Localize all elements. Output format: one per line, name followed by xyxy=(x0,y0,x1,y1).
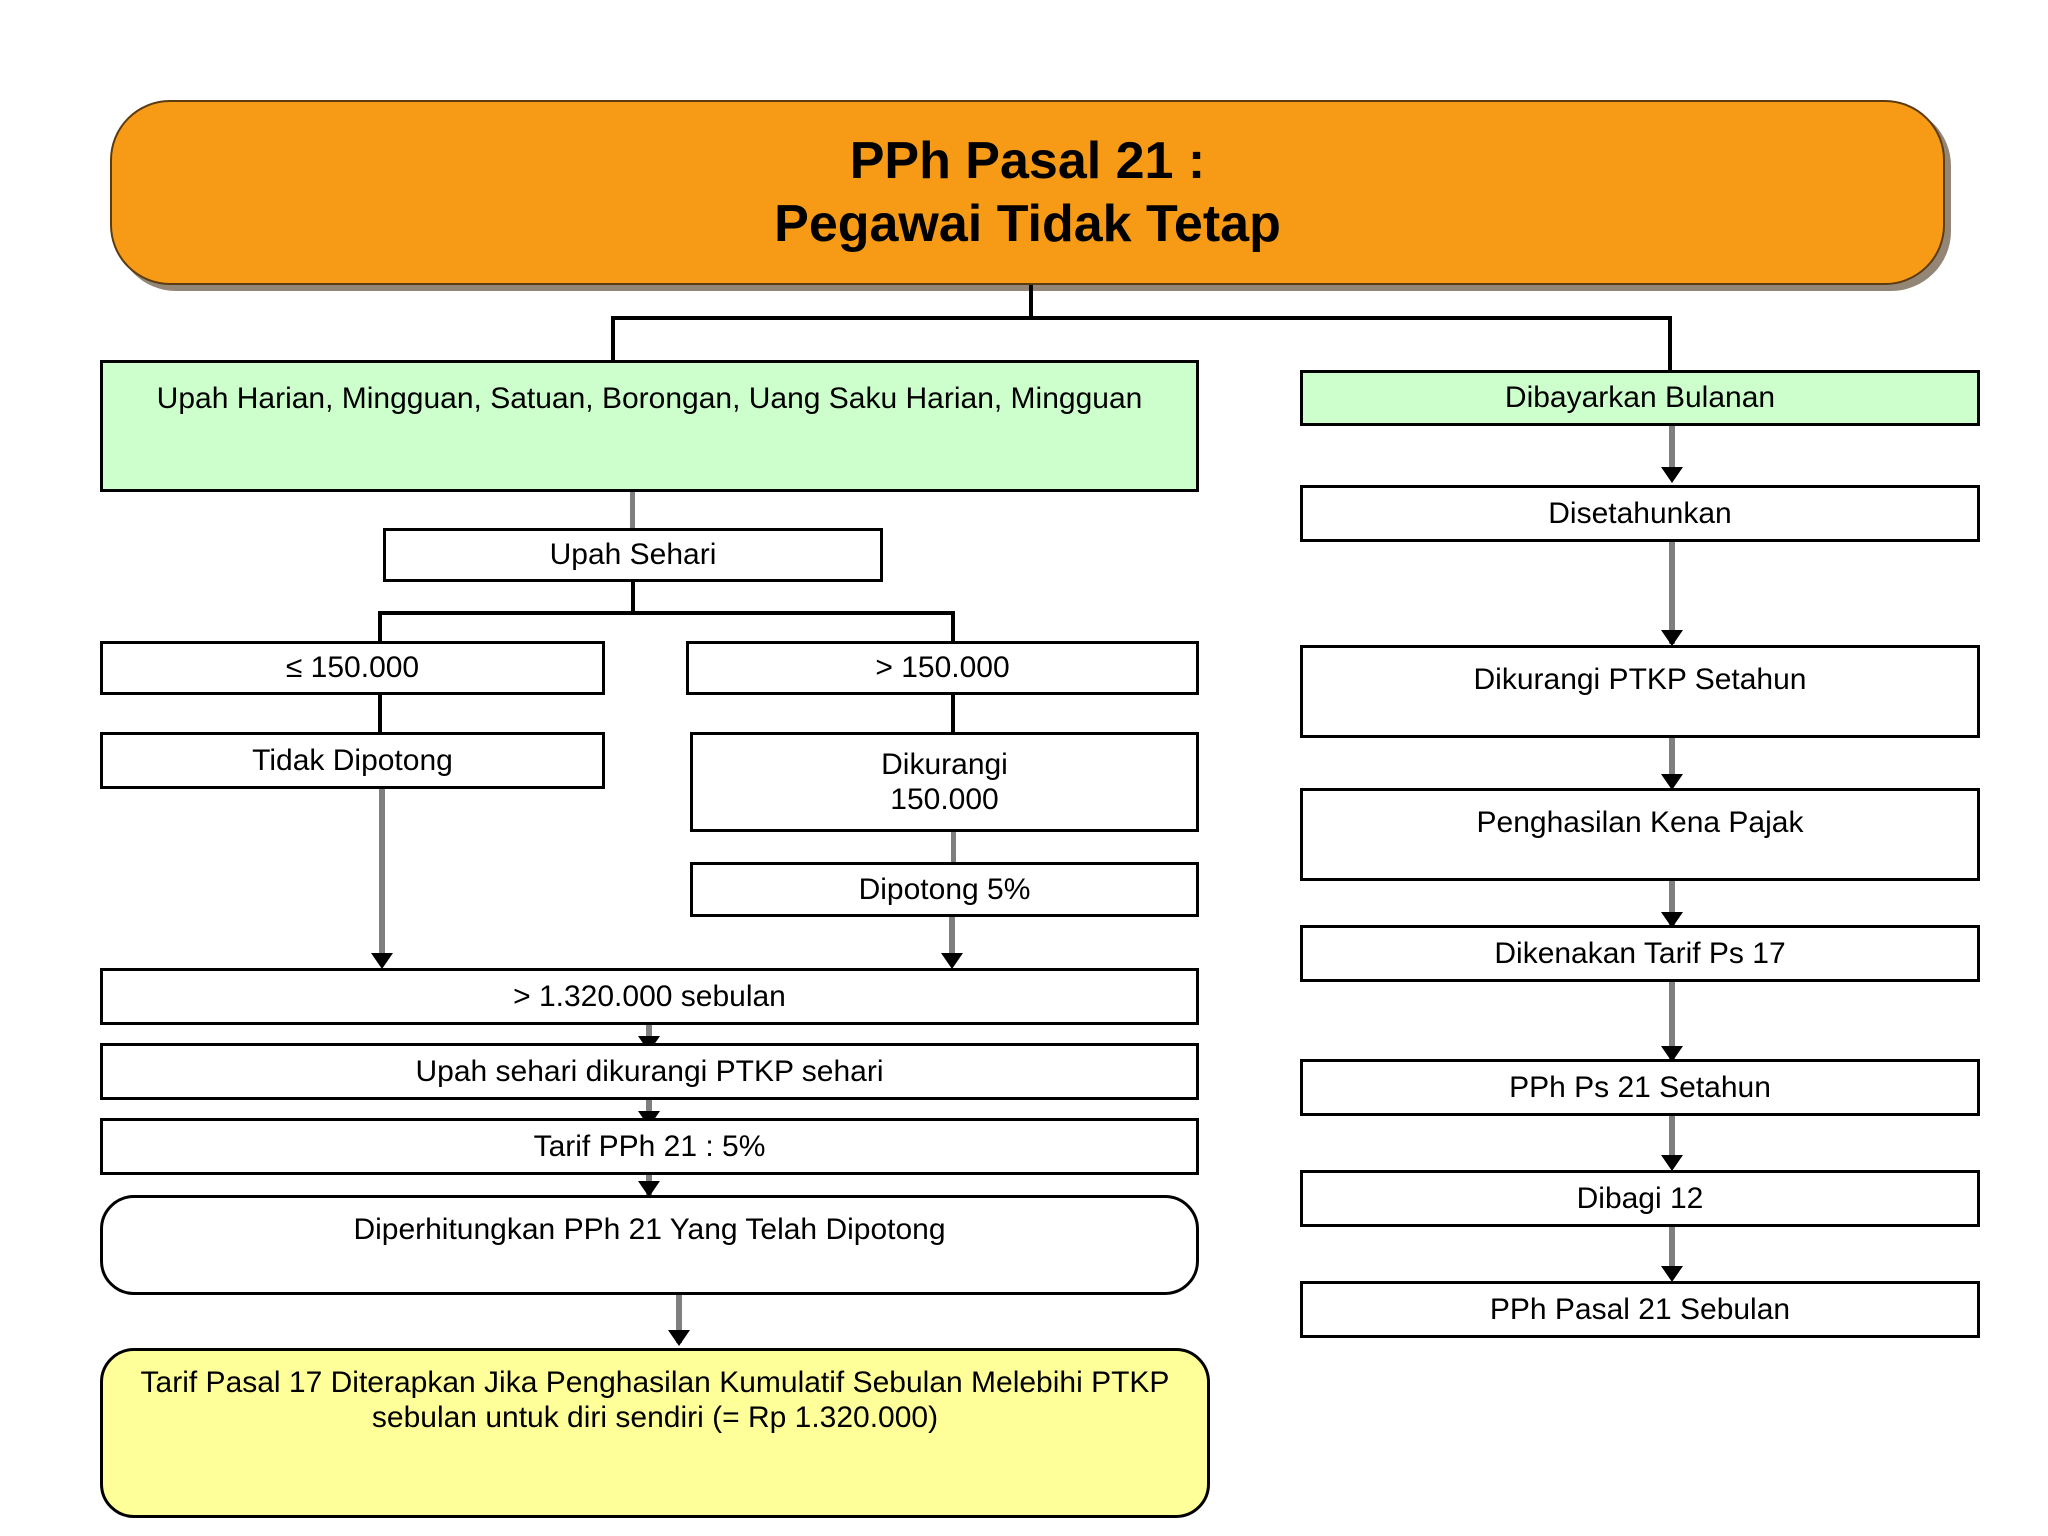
connector-tarif-to-pph-setahun xyxy=(1669,982,1675,1060)
left-branch-header-label: Upah Harian, Mingguan, Satuan, Borongan,… xyxy=(156,382,1143,415)
box-dikurangi-ptkp-setahun: Dikurangi PTKP Setahun xyxy=(1300,645,1980,738)
connector-upah-to-high xyxy=(951,611,955,643)
box-tidak-dipotong: Tidak Dipotong xyxy=(100,732,605,789)
box-rate-5-label: Tarif PPh 21 : 5% xyxy=(533,1129,766,1163)
box-rate-5: Tarif PPh 21 : 5% xyxy=(100,1118,1199,1175)
arrowhead-pph-setahun-to-dibagi xyxy=(1661,1155,1683,1171)
arrowhead-dipotong-to-monthly xyxy=(941,953,963,969)
box-threshold-low-label: ≤ 150.000 xyxy=(285,651,420,685)
connector-tidak-to-monthly xyxy=(379,789,385,957)
box-monthly-threshold-label: > 1.320.000 sebulan xyxy=(513,979,786,1013)
box-credited-pph: Diperhitungkan PPh 21 Yang Telah Dipoton… xyxy=(100,1195,1199,1295)
connector-low-to-tidak xyxy=(378,695,382,734)
box-disetahunkan: Disetahunkan xyxy=(1300,485,1980,542)
connector-title-bus xyxy=(611,316,1672,320)
box-dibagi-12-label: Dibagi 12 xyxy=(1576,1181,1704,1215)
box-upah-sehari: Upah Sehari xyxy=(383,528,883,582)
arrowhead-dibagi-to-sebulan xyxy=(1661,1266,1683,1282)
box-dikenakan-tarif-ps-17-label: Dikenakan Tarif Ps 17 xyxy=(1494,936,1786,970)
title-line-2: Pegawai Tidak Tetap xyxy=(774,194,1281,253)
connector-left-header-to-upah xyxy=(630,492,635,530)
connector-credited-to-note xyxy=(676,1295,682,1343)
connector-ptkp-to-pkp xyxy=(1669,738,1675,786)
box-dikurangi-150000: Dikurangi 150.000 xyxy=(690,732,1199,832)
connector-title-to-right xyxy=(1668,316,1672,372)
box-dipotong-5: Dipotong 5% xyxy=(690,862,1199,917)
box-dikurangi-line-1: Dikurangi xyxy=(881,747,1008,781)
box-dibayarkan-bulanan: Dibayarkan Bulanan xyxy=(1300,370,1980,426)
connector-upah-to-low xyxy=(378,611,382,643)
box-dipotong-5-label: Dipotong 5% xyxy=(858,872,1031,906)
left-branch-header-box: Upah Harian, Mingguan, Satuan, Borongan,… xyxy=(100,360,1199,492)
diagram-title-banner: PPh Pasal 21 : Pegawai Tidak Tetap xyxy=(110,100,1945,285)
box-threshold-high: > 150.000 xyxy=(686,641,1199,695)
connector-title-stem xyxy=(1029,285,1033,318)
connector-pkp-to-tarif xyxy=(1669,881,1675,925)
connector-dibagi-to-sebulan xyxy=(1669,1227,1675,1277)
box-tidak-dipotong-label: Tidak Dipotong xyxy=(252,743,453,777)
box-penghasilan-kena-pajak-label: Penghasilan Kena Pajak xyxy=(1476,806,1804,839)
connector-disetahunkan-to-ptkp xyxy=(1669,542,1675,644)
connector-dikurangi-to-dipotong xyxy=(951,832,956,864)
box-article-17-note-line-2: sebulan untuk diri sendiri (= Rp 1.320.0… xyxy=(371,1401,939,1435)
box-daily-minus-ptkp-label: Upah sehari dikurangi PTKP sehari xyxy=(415,1054,884,1088)
box-dikurangi-ptkp-setahun-label: Dikurangi PTKP Setahun xyxy=(1473,663,1807,696)
box-pph-ps-21-setahun-label: PPh Ps 21 Setahun xyxy=(1509,1070,1771,1104)
title-line-1: PPh Pasal 21 : xyxy=(849,132,1206,191)
connector-upah-bus xyxy=(378,611,955,615)
connector-dipotong-to-monthly xyxy=(949,917,955,957)
connector-upah-stem xyxy=(631,582,635,613)
box-dibagi-12: Dibagi 12 xyxy=(1300,1170,1980,1227)
connector-high-to-dikurangi xyxy=(951,695,955,734)
arrowhead-tarif-to-pph-setahun xyxy=(1661,1046,1683,1062)
box-monthly-threshold: > 1.320.000 sebulan xyxy=(100,968,1199,1025)
box-dibayarkan-bulanan-label: Dibayarkan Bulanan xyxy=(1504,381,1776,415)
box-article-17-note-line-1: Tarif Pasal 17 Diterapkan Jika Penghasil… xyxy=(140,1366,1170,1399)
box-upah-sehari-label: Upah Sehari xyxy=(549,538,717,572)
box-threshold-low: ≤ 150.000 xyxy=(100,641,605,695)
box-disetahunkan-label: Disetahunkan xyxy=(1548,496,1732,530)
box-pph-ps-21-setahun: PPh Ps 21 Setahun xyxy=(1300,1059,1980,1116)
arrowhead-bulanan-to-disetahunkan xyxy=(1661,467,1683,483)
connector-title-to-left xyxy=(611,316,615,361)
arrowhead-tidak-to-monthly xyxy=(371,953,393,969)
box-pph-pasal-21-sebulan: PPh Pasal 21 Sebulan xyxy=(1300,1281,1980,1338)
arrowhead-ptkp-to-pkp xyxy=(1661,774,1683,790)
box-dikenakan-tarif-ps-17: Dikenakan Tarif Ps 17 xyxy=(1300,925,1980,982)
arrowhead-credited-to-note xyxy=(668,1330,690,1346)
box-threshold-high-label: > 150.000 xyxy=(875,651,1010,685)
arrowhead-pkp-to-tarif xyxy=(1661,912,1683,928)
arrowhead-disetahunkan-to-ptkp xyxy=(1661,630,1683,646)
box-daily-minus-ptkp: Upah sehari dikurangi PTKP sehari xyxy=(100,1043,1199,1100)
box-pph-pasal-21-sebulan-label: PPh Pasal 21 Sebulan xyxy=(1489,1292,1791,1326)
connector-pph-setahun-to-dibagi xyxy=(1669,1116,1675,1166)
box-penghasilan-kena-pajak: Penghasilan Kena Pajak xyxy=(1300,788,1980,881)
box-article-17-note: Tarif Pasal 17 Diterapkan Jika Penghasil… xyxy=(100,1348,1210,1518)
box-dikurangi-line-2: 150.000 xyxy=(890,783,999,816)
box-credited-pph-label: Diperhitungkan PPh 21 Yang Telah Dipoton… xyxy=(353,1213,946,1246)
connector-bulanan-to-disetahunkan xyxy=(1669,426,1675,476)
arrowhead-rate-to-credited xyxy=(638,1181,660,1197)
